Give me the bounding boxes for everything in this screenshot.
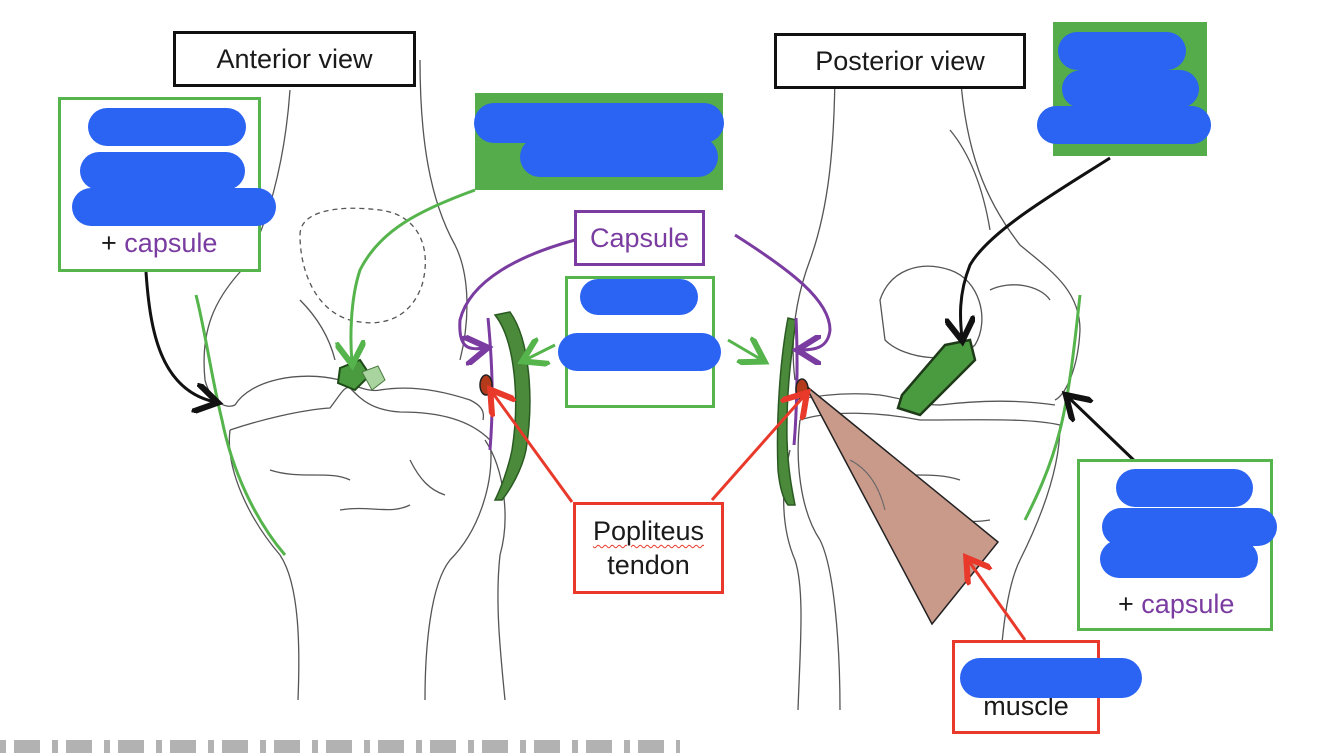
anterior-view-label: Anterior view bbox=[173, 31, 416, 87]
plus-sign: + bbox=[101, 228, 117, 258]
arrow-mid-green-left bbox=[525, 345, 556, 360]
redaction-right-3 bbox=[1100, 540, 1258, 578]
redaction-tr-3 bbox=[1037, 106, 1211, 144]
lcl-posterior bbox=[776, 317, 797, 506]
redaction-top-1 bbox=[474, 103, 724, 143]
posterior-view-text: Posterior view bbox=[815, 45, 985, 76]
redaction-tr-2 bbox=[1062, 70, 1199, 108]
redaction-right-1 bbox=[1116, 469, 1253, 507]
popliteus-tendon-box: Popliteus tendon bbox=[573, 502, 724, 594]
redaction-left-1 bbox=[88, 108, 246, 146]
arrow-left-box bbox=[144, 271, 215, 402]
popliteus-text: Popliteus bbox=[592, 516, 705, 546]
redaction-right-2 bbox=[1102, 508, 1277, 546]
anterior-view-text: Anterior view bbox=[216, 43, 373, 74]
capsule-text: Capsule bbox=[589, 222, 690, 253]
redaction-muscle bbox=[960, 658, 1142, 698]
arrow-top-green bbox=[351, 188, 476, 362]
right-box-capsule-text: + capsule bbox=[1118, 589, 1234, 620]
redaction-mid-1 bbox=[580, 279, 698, 315]
capsule-word: capsule bbox=[124, 228, 218, 258]
tendon-text: tendon bbox=[607, 550, 690, 580]
cropped-caption-strip bbox=[0, 740, 680, 753]
mcl-anterior bbox=[194, 294, 287, 556]
popliteus-tendon-anterior bbox=[479, 374, 493, 396]
arrow-popliteus-left bbox=[492, 392, 574, 503]
pcl-posterior bbox=[896, 338, 977, 417]
redaction-top-2 bbox=[520, 137, 718, 177]
plus-sign-right: + bbox=[1118, 589, 1134, 619]
posterior-view-label: Posterior view bbox=[774, 33, 1026, 89]
arrow-muscle bbox=[968, 560, 1027, 641]
arrow-right-box bbox=[1068, 397, 1144, 470]
arrow-popliteus-right bbox=[710, 395, 805, 501]
left-box-capsule-text: + capsule bbox=[101, 228, 217, 259]
redaction-left-3 bbox=[72, 188, 276, 226]
arrow-capsule-left bbox=[458, 238, 576, 349]
redaction-left-2 bbox=[80, 152, 245, 190]
popliteus-muscle-shape bbox=[804, 384, 1000, 626]
lcl-anterior bbox=[493, 311, 531, 501]
anterior-knee-bones bbox=[203, 59, 506, 701]
mcl-posterior bbox=[1023, 294, 1082, 521]
capsule-label-box: Capsule bbox=[574, 210, 705, 266]
capsule-word-right: capsule bbox=[1141, 589, 1235, 619]
arrow-capsule-right bbox=[734, 233, 832, 350]
popliteus-tendon-posterior bbox=[795, 378, 809, 400]
redaction-tr-1 bbox=[1058, 32, 1186, 70]
arrow-top-right-box bbox=[960, 156, 1111, 338]
redaction-mid-2 bbox=[558, 333, 721, 371]
arrow-mid-green-right bbox=[727, 340, 762, 360]
